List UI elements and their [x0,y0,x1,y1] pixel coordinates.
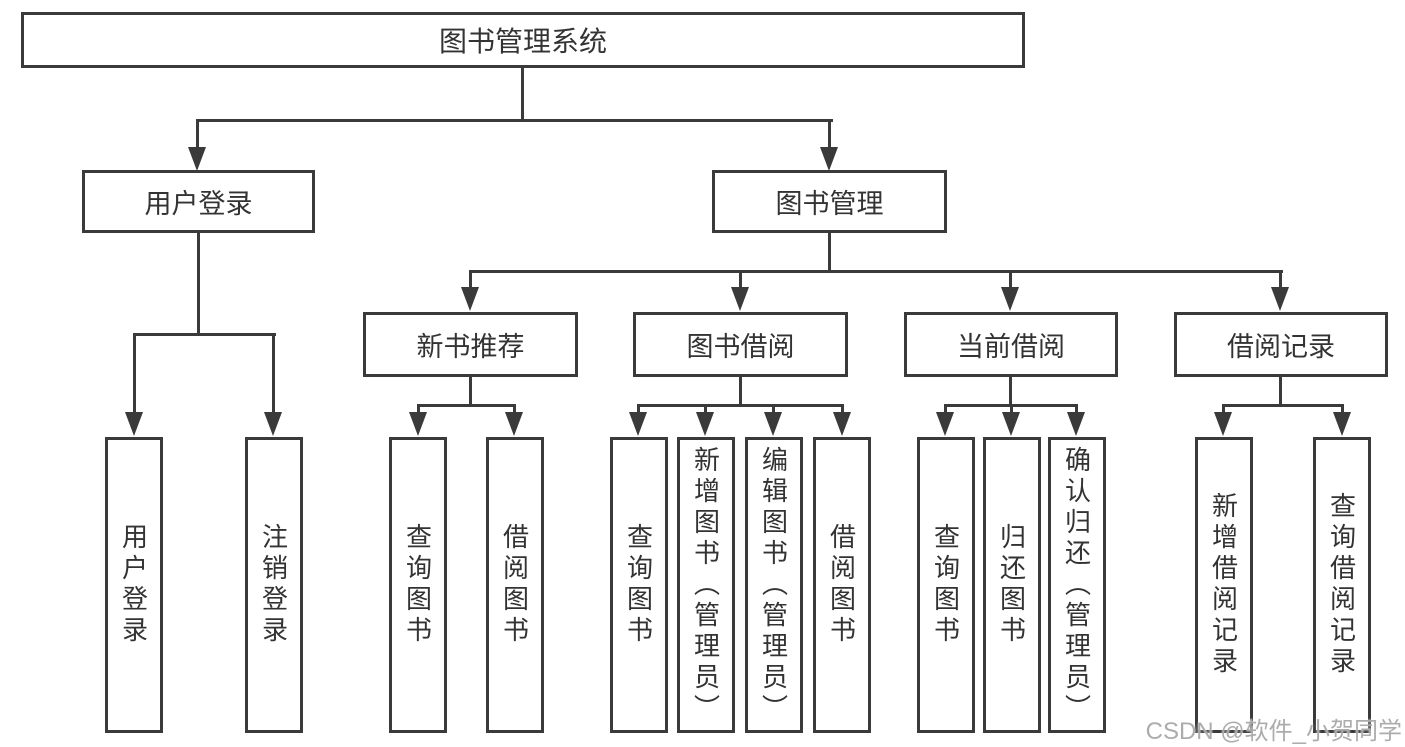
node-book-mgmt: 图书管理 [712,170,947,233]
leaf-cb-query-books: 查询图书 [917,437,975,733]
leaf-bb-borrow-books-label: 借阅图书 [826,523,857,647]
arrow-down-icon [1067,412,1085,436]
leaf-cb-return-books: 归还图书 [983,437,1041,733]
connector-currentborrow-stem [1009,270,1012,289]
csdn-watermark: CSDN @软件_小贺同学 [1145,718,1402,745]
node-book-borrow: 图书借阅 [633,312,848,377]
connector-leaf-stem [944,404,947,414]
connector-bookborrow-stem [739,270,742,289]
leaf-bb-borrow-books: 借阅图书 [813,437,871,733]
connector-bookmgmt-hbar [469,270,1283,273]
leaf-bb-edit-books-admin: 编辑图书（管理员） [745,437,803,733]
leaf-cb-confirm-return-admin-label: 确认归还（管理员） [1061,445,1092,725]
leaf-br-add-record-label: 新增借阅记录 [1208,492,1239,678]
leaf-logout-label: 注销登录 [258,523,289,647]
leaf-bb-query-books: 查询图书 [610,437,668,733]
connector-leaf-logout-stem [272,333,275,414]
arrow-down-icon [409,412,427,436]
connector-leaf-login-stem [133,333,136,414]
connector-userlogin-stem [196,119,199,151]
arrow-down-icon [629,412,647,436]
node-root-label: 图书管理系统 [438,26,607,57]
leaf-logout: 注销登录 [245,437,303,733]
leaf-rec-borrow-books: 借阅图书 [486,437,544,733]
arrow-down-icon [188,147,206,171]
leaf-br-query-record-label: 查询借阅记录 [1326,492,1357,678]
node-new-book-rec-label: 新书推荐 [416,332,525,362]
connector-bookmgmt-down [828,233,831,273]
arrow-down-icon [731,287,749,311]
node-book-mgmt-label: 图书管理 [775,189,884,219]
node-book-borrow-label: 图书借阅 [686,332,795,362]
connector-borrowrecord-hbar [1222,404,1344,407]
connector-bookborrow-down [739,377,742,404]
connector-newbookrec-hbar [417,404,516,407]
connector-leaf-stem [704,404,707,414]
connector-userlogin-down [197,233,200,336]
node-current-borrow: 当前借阅 [904,312,1118,377]
arrow-down-icon [125,412,143,436]
node-borrow-record: 借阅记录 [1174,312,1388,377]
node-root: 图书管理系统 [21,12,1025,68]
connector-borrowrecord-stem [1279,270,1282,289]
arrow-down-icon [820,147,838,171]
connector-leaf-stem [841,404,844,414]
connector-leaf-stem [1222,404,1225,414]
connector-newbookrec-stem [469,270,472,289]
connector-leaf-stem [1075,404,1078,414]
connector-leaf-stem [772,404,775,414]
arrow-down-icon [696,412,714,436]
connector-bookmgmt-stem [828,119,831,151]
leaf-rec-query-books: 查询图书 [389,437,447,733]
leaf-cb-query-books-label: 查询图书 [930,523,961,647]
leaf-bb-edit-books-admin-label: 编辑图书（管理员） [758,445,789,725]
arrow-down-icon [764,412,782,436]
leaf-rec-borrow-books-label: 借阅图书 [499,523,530,647]
leaf-user-login-label: 用户登录 [118,523,149,647]
leaf-br-add-record: 新增借阅记录 [1195,437,1253,733]
leaf-br-query-record: 查询借阅记录 [1313,437,1371,733]
connector-borrowrecord-down [1279,377,1282,404]
connector-leaf-stem [637,404,640,414]
node-new-book-rec: 新书推荐 [363,312,578,377]
connector-userlogin-hbar [133,333,276,336]
arrow-down-icon [1214,412,1232,436]
arrow-down-icon [936,412,954,436]
connector-newbookrec-down [469,377,472,406]
leaf-user-login: 用户登录 [105,437,163,733]
arrow-down-icon [1002,412,1020,436]
arrow-down-icon [1001,287,1019,311]
connector-leaf-stem [513,404,516,414]
arrow-down-icon [833,412,851,436]
arrow-down-icon [505,412,523,436]
node-current-borrow-label: 当前借阅 [957,332,1065,362]
node-user-login: 用户登录 [82,170,315,233]
connector-leaf-stem [417,404,420,414]
arrow-down-icon [461,287,479,311]
leaf-cb-return-books-label: 归还图书 [996,523,1027,647]
connector-root-stem [521,68,524,120]
connector-leaf-stem [1010,404,1013,414]
node-borrow-record-label: 借阅记录 [1227,332,1335,362]
connector-currentborrow-down [1009,377,1012,404]
arrow-down-icon [1271,287,1289,311]
node-user-login-label: 用户登录 [144,189,253,219]
connector-root-hbar [196,119,833,122]
leaf-bb-add-books-admin: 新增图书（管理员） [677,437,735,733]
leaf-bb-query-books-label: 查询图书 [623,523,654,647]
arrow-down-icon [264,412,282,436]
connector-leaf-stem [1341,404,1344,414]
arrow-down-icon [1333,412,1351,436]
leaf-cb-confirm-return-admin: 确认归还（管理员） [1048,437,1106,733]
leaf-bb-add-books-admin-label: 新增图书（管理员） [690,445,721,725]
connector-bookborrow-hbar [637,404,844,407]
leaf-rec-query-books-label: 查询图书 [402,523,433,647]
